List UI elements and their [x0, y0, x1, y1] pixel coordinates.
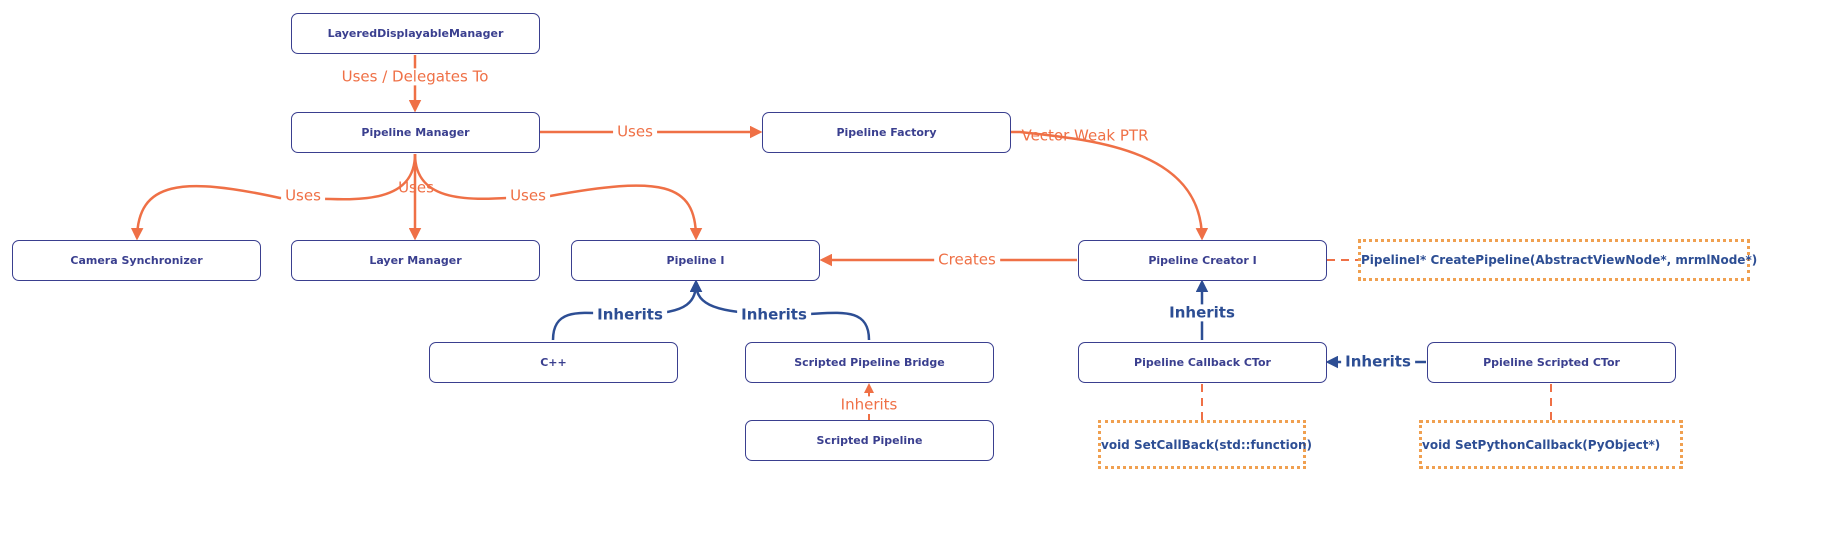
note-set-callback: void SetCallBack(std::function) — [1098, 420, 1312, 469]
label-uses-factory: Uses — [613, 123, 657, 141]
node-layered-displayable-manager[interactable]: LayeredDisplayableManager — [291, 13, 540, 54]
label-inherits-callback-ctor: Inherits — [1165, 304, 1239, 322]
label-uses-camera: Uses — [281, 187, 325, 205]
edge-uses-pipeline-i — [413, 153, 703, 241]
node-camera-synchronizer[interactable]: Camera Synchronizer — [12, 240, 261, 281]
node-pipeline-factory[interactable]: Pipeline Factory — [762, 112, 1011, 153]
node-scripted-pipeline[interactable]: Scripted Pipeline — [745, 420, 994, 461]
node-ppieline-scripted-ctor[interactable]: Ppieline Scripted CTor — [1427, 342, 1676, 383]
node-scripted-pipeline-bridge[interactable]: Scripted Pipeline Bridge — [745, 342, 994, 383]
label-inherits-cpp: Inherits — [593, 306, 667, 324]
node-pipeline-manager[interactable]: Pipeline Manager — [291, 112, 540, 153]
label-uses-pipeline-i: Uses — [506, 187, 550, 205]
label-inherits-scripted-pipeline: Inherits — [836, 396, 902, 414]
label-inherits-scripted-ctor: Inherits — [1341, 353, 1415, 371]
node-cpp[interactable]: C++ — [429, 342, 678, 383]
note-create-pipeline: PipelineI* CreatePipeline(AbstractViewNo… — [1358, 239, 1757, 281]
label-vector-weak-ptr: Vector Weak PTR — [1021, 126, 1149, 145]
node-layer-manager[interactable]: Layer Manager — [291, 240, 540, 281]
label-creates: Creates — [934, 251, 1000, 269]
note-set-python-callback: void SetPythonCallback(PyObject*) — [1419, 420, 1683, 469]
edge-uses-camera — [130, 153, 417, 241]
label-uses-delegates-to: Uses / Delegates To — [337, 68, 493, 86]
node-pipeline-callback-ctor[interactable]: Pipeline Callback CTor — [1078, 342, 1327, 383]
label-uses-layer: Uses — [398, 178, 434, 197]
label-inherits-bridge: Inherits — [737, 306, 811, 324]
edge-vector-weak-ptr — [1010, 130, 1209, 241]
node-pipeline-creator-i[interactable]: Pipeline Creator I — [1078, 240, 1327, 281]
node-pipeline-i[interactable]: Pipeline I — [571, 240, 820, 281]
